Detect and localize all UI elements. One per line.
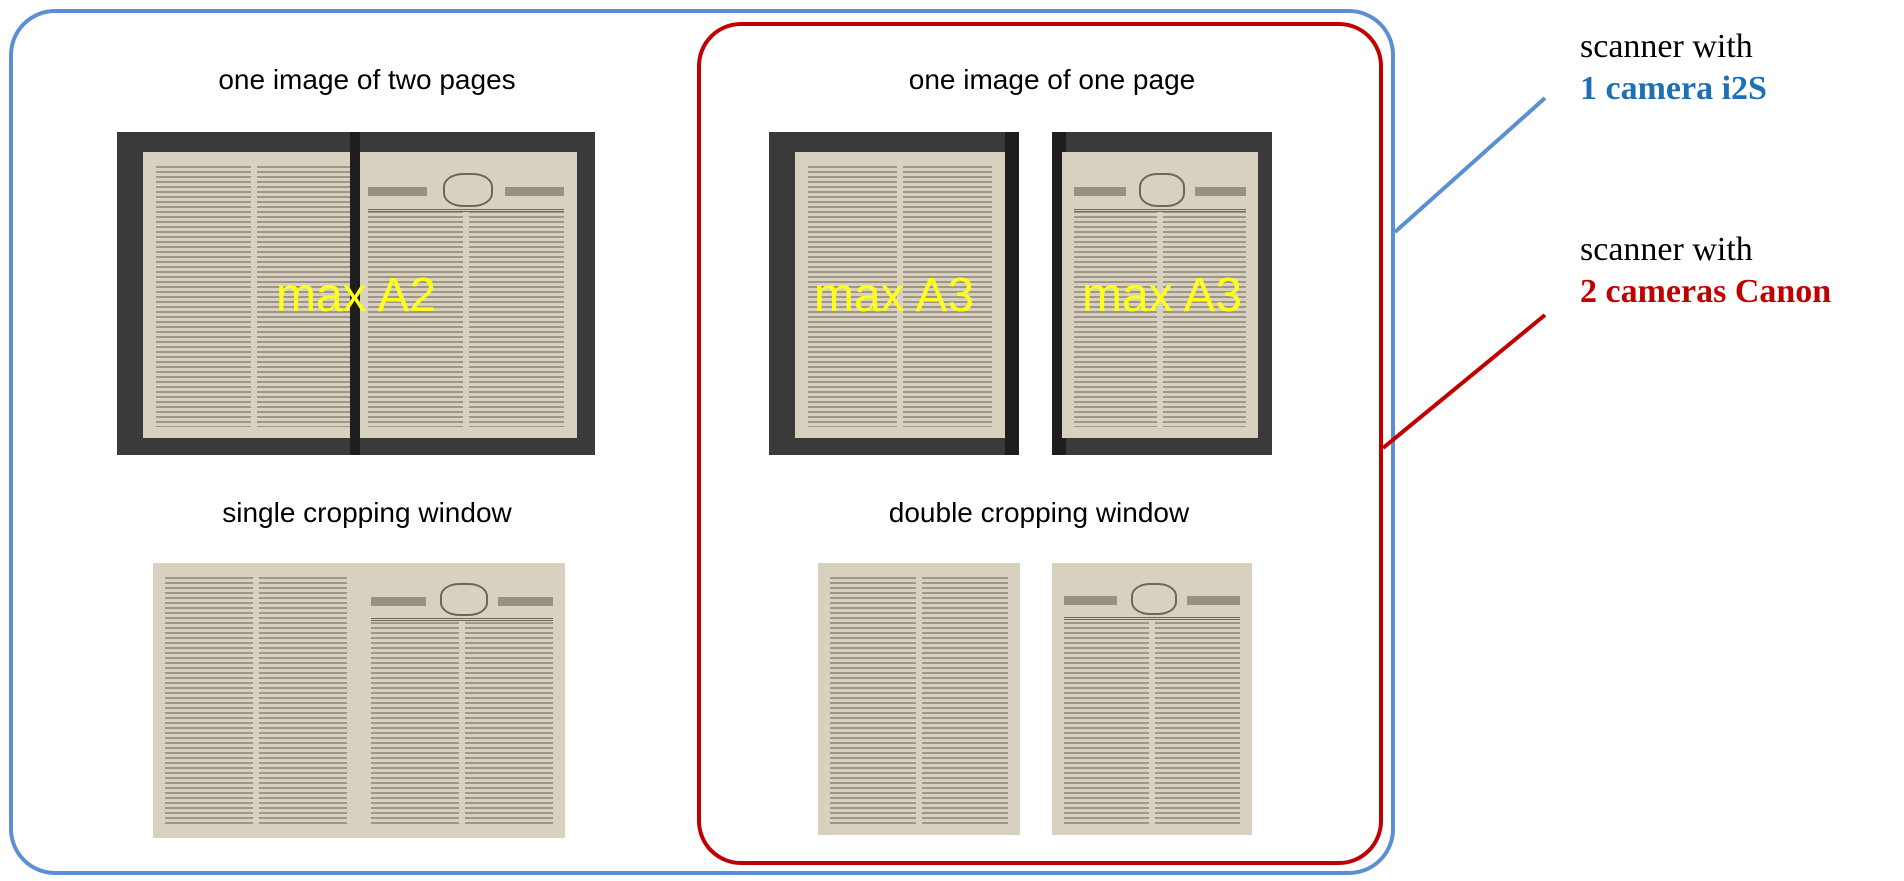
blue-connector-line xyxy=(1393,96,1547,234)
right-page xyxy=(355,152,577,438)
caption-double-cropping-window: double cropping window xyxy=(888,497,1190,528)
two-page-scan-image xyxy=(117,132,595,455)
double-crop-left-result xyxy=(818,563,1020,835)
left-scan-gutter xyxy=(1005,132,1019,455)
canon-label-line1: scanner with xyxy=(1580,231,1753,268)
i2s-scanner-label: scanner with 1 camera i2S xyxy=(1580,26,1767,110)
red-connector-line xyxy=(1381,313,1547,450)
max-a3-label-left: max A3 xyxy=(813,269,975,322)
left-page xyxy=(143,152,365,438)
crop-left-page xyxy=(153,563,359,838)
left-single-page xyxy=(795,152,1005,438)
double-crop-right-result xyxy=(1052,563,1252,835)
canon-scanner-label: scanner with 2 cameras Canon xyxy=(1580,229,1831,313)
right-single-page xyxy=(1062,152,1258,438)
double-crop-right-page xyxy=(1052,563,1252,835)
crop-right-page xyxy=(359,563,565,838)
caption-one-image-two-pages: one image of two pages xyxy=(218,64,516,95)
caption-single-cropping-window: single cropping window xyxy=(222,497,512,528)
left-page-scan-image xyxy=(769,132,1019,455)
caption-one-image-one-page: one image of one page xyxy=(908,64,1196,95)
right-page-scan-image xyxy=(1052,132,1272,455)
single-crop-result xyxy=(153,563,565,838)
max-a3-label-right: max A3 xyxy=(1081,269,1243,322)
double-crop-left-page xyxy=(818,563,1020,835)
max-a2-label: max A2 xyxy=(275,269,437,322)
i2s-label-line1: scanner with xyxy=(1580,28,1753,65)
i2s-label-line2: 1 camera i2S xyxy=(1580,70,1767,107)
canon-label-line2: 2 cameras Canon xyxy=(1580,273,1832,310)
book-gutter xyxy=(350,132,360,455)
canon-scanner-frame xyxy=(697,22,1383,865)
